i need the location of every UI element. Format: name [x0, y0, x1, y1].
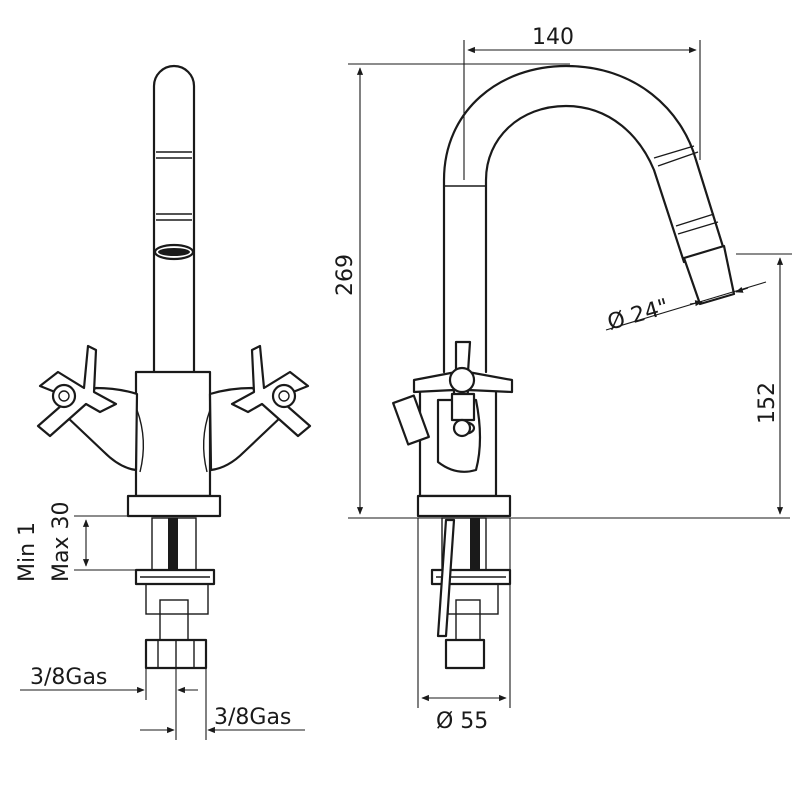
base-diameter-label: Ø 55 — [436, 709, 488, 734]
front-underdeck-fittings — [134, 517, 216, 670]
base-diameter-dimension — [417, 518, 511, 708]
front-left-cross-handle — [36, 344, 118, 438]
side-spout-inner — [484, 104, 686, 374]
total-height-dimension — [348, 63, 570, 515]
side-outlet — [682, 244, 736, 306]
side-base-flange — [416, 494, 512, 518]
outlet-height-label: 152 — [755, 382, 780, 424]
side-spout-outer — [442, 64, 726, 374]
front-right-cross-handle — [230, 344, 312, 438]
inlet-right-label: 3/8Gas — [214, 705, 291, 730]
side-view: 140 269 152 Ø 24" Ø 55 — [333, 25, 792, 734]
inlet-left-label: 3/8Gas — [30, 665, 107, 690]
reach-label: 140 — [532, 25, 574, 50]
outlet-diameter-dimension — [605, 281, 767, 331]
reach-dimension — [463, 40, 701, 180]
front-spout-tube — [152, 64, 196, 374]
outlet-height-dimension — [736, 253, 792, 515]
front-base-flange — [126, 494, 222, 518]
deck-thickness-label-line2: Max 30 — [49, 502, 74, 582]
outlet-diameter-label: Ø 24" — [605, 295, 672, 336]
side-cross-handle — [412, 340, 514, 438]
front-body — [134, 370, 212, 498]
total-height-label: 269 — [333, 254, 358, 296]
side-underdeck-fittings — [430, 517, 512, 670]
side-lever — [392, 394, 430, 446]
deck-thickness-label-line1: Min 1 — [15, 522, 40, 582]
front-aerator-ring — [153, 243, 195, 261]
inlet-dimensions — [20, 668, 305, 740]
front-view: Min 1 Max 30 3/8Gas 3/8Gas — [15, 64, 312, 740]
deck-thickness-dimension — [74, 515, 150, 571]
